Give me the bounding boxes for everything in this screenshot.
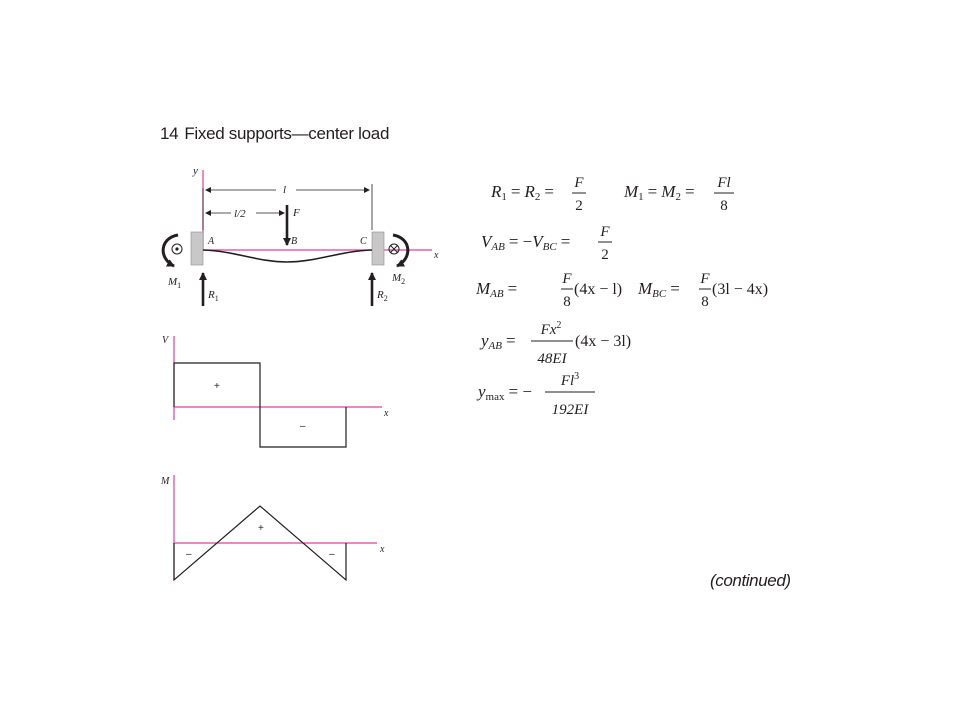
svg-text:(3l − 4x): (3l − 4x): [712, 281, 768, 298]
shear-positive-sign: +: [214, 381, 220, 392]
svg-text:192EI: 192EI: [552, 402, 590, 418]
svg-text:(4x − l): (4x − l): [574, 281, 622, 298]
shear-v-label: V: [162, 335, 170, 346]
moment-x-label: x: [379, 544, 385, 555]
svg-text:M1=M2=: M1=M2=: [623, 182, 695, 203]
reaction-left-label: R1: [207, 289, 219, 303]
svg-text:yAB=: yAB=: [479, 331, 516, 352]
deflected-beam: [202, 249, 373, 263]
half-span-label: l/2: [234, 208, 246, 220]
reaction-right-label: R2: [376, 289, 388, 303]
svg-text:(4x − 3l): (4x − 3l): [575, 333, 631, 350]
into-page-cross-b: [390, 245, 398, 253]
svg-text:8: 8: [720, 198, 728, 214]
svg-text:MBC=: MBC=: [637, 279, 680, 300]
svg-text:Fl: Fl: [716, 175, 730, 191]
svg-text:R1=R2=: R1=R2=: [490, 182, 554, 203]
eq-deflection: yAB= Fx2 48EI (4x − 3l): [479, 320, 631, 367]
shear-curve: [173, 362, 347, 448]
svg-text:F: F: [599, 224, 610, 240]
svg-text:Fx2: Fx2: [540, 320, 562, 338]
svg-text:8: 8: [701, 294, 709, 310]
moment-negative-sign-left: –: [186, 549, 192, 560]
right-moment-arrow: [392, 233, 410, 268]
svg-text:F: F: [561, 271, 572, 287]
point-c-label: C: [360, 236, 367, 247]
svg-text:F: F: [699, 271, 710, 287]
eq-shear: VAB= −VBC= F 2: [481, 224, 612, 263]
case-title: Fixed supports—center load: [184, 124, 390, 143]
moment-diagram: M x + – –: [160, 475, 385, 582]
out-of-page-icon: [171, 243, 183, 255]
svg-text:MAB=: MAB=: [475, 279, 517, 300]
moment-left-label: M1: [167, 276, 181, 290]
svg-text:VAB= −VBC=: VAB= −VBC=: [481, 232, 570, 253]
eq-max-deflection: ymax= − Fl3 192EI: [476, 371, 595, 418]
beam-diagram: y x l l/2 F A B C M1 M2: [161, 165, 439, 306]
svg-text:48EI: 48EI: [537, 351, 567, 367]
moment-curve: [173, 505, 347, 582]
eq-reactions: R1=R2= F 2: [490, 175, 586, 214]
shear-x-label: x: [383, 408, 389, 419]
right-fixed-support: [371, 231, 385, 266]
case-number: 14: [160, 124, 179, 143]
svg-text:ymax= −: ymax= −: [476, 382, 532, 403]
svg-text:Fl3: Fl3: [560, 371, 579, 389]
svg-text:2: 2: [601, 247, 609, 263]
load-label: F: [292, 207, 300, 219]
out-of-page-dot: [175, 247, 179, 251]
span-label: l: [283, 184, 286, 196]
left-moment-arrow: [161, 233, 179, 268]
into-page-icon: [388, 243, 400, 255]
y-axis-label: y: [192, 165, 198, 177]
equations: R1=R2= F 2 M1=M2= Fl 8 VAB= −VBC= F 2 MA…: [475, 175, 768, 418]
svg-text:8: 8: [563, 294, 571, 310]
eq-moment-bc: MBC= F 8 (3l − 4x): [637, 271, 768, 310]
moment-negative-sign-right: –: [329, 549, 335, 560]
continued-note: (continued): [710, 571, 791, 590]
eq-moments: M1=M2= Fl 8: [623, 175, 734, 214]
shear-diagram: V x + –: [162, 335, 389, 448]
point-a-label: A: [207, 236, 215, 247]
x-axis-label: x: [433, 250, 439, 261]
left-fixed-support: [190, 231, 204, 266]
svg-text:F: F: [573, 175, 584, 191]
shear-negative-sign: –: [300, 421, 306, 432]
eq-moment-ab: MAB= F 8 (4x − l): [475, 271, 622, 310]
case-heading: 14 Fixed supports—center load: [160, 124, 389, 144]
svg-text:2: 2: [575, 198, 583, 214]
moment-positive-sign: +: [258, 523, 264, 534]
moment-right-label: M2: [391, 272, 405, 286]
point-b-label: B: [291, 236, 297, 247]
moment-m-label: M: [160, 476, 170, 487]
